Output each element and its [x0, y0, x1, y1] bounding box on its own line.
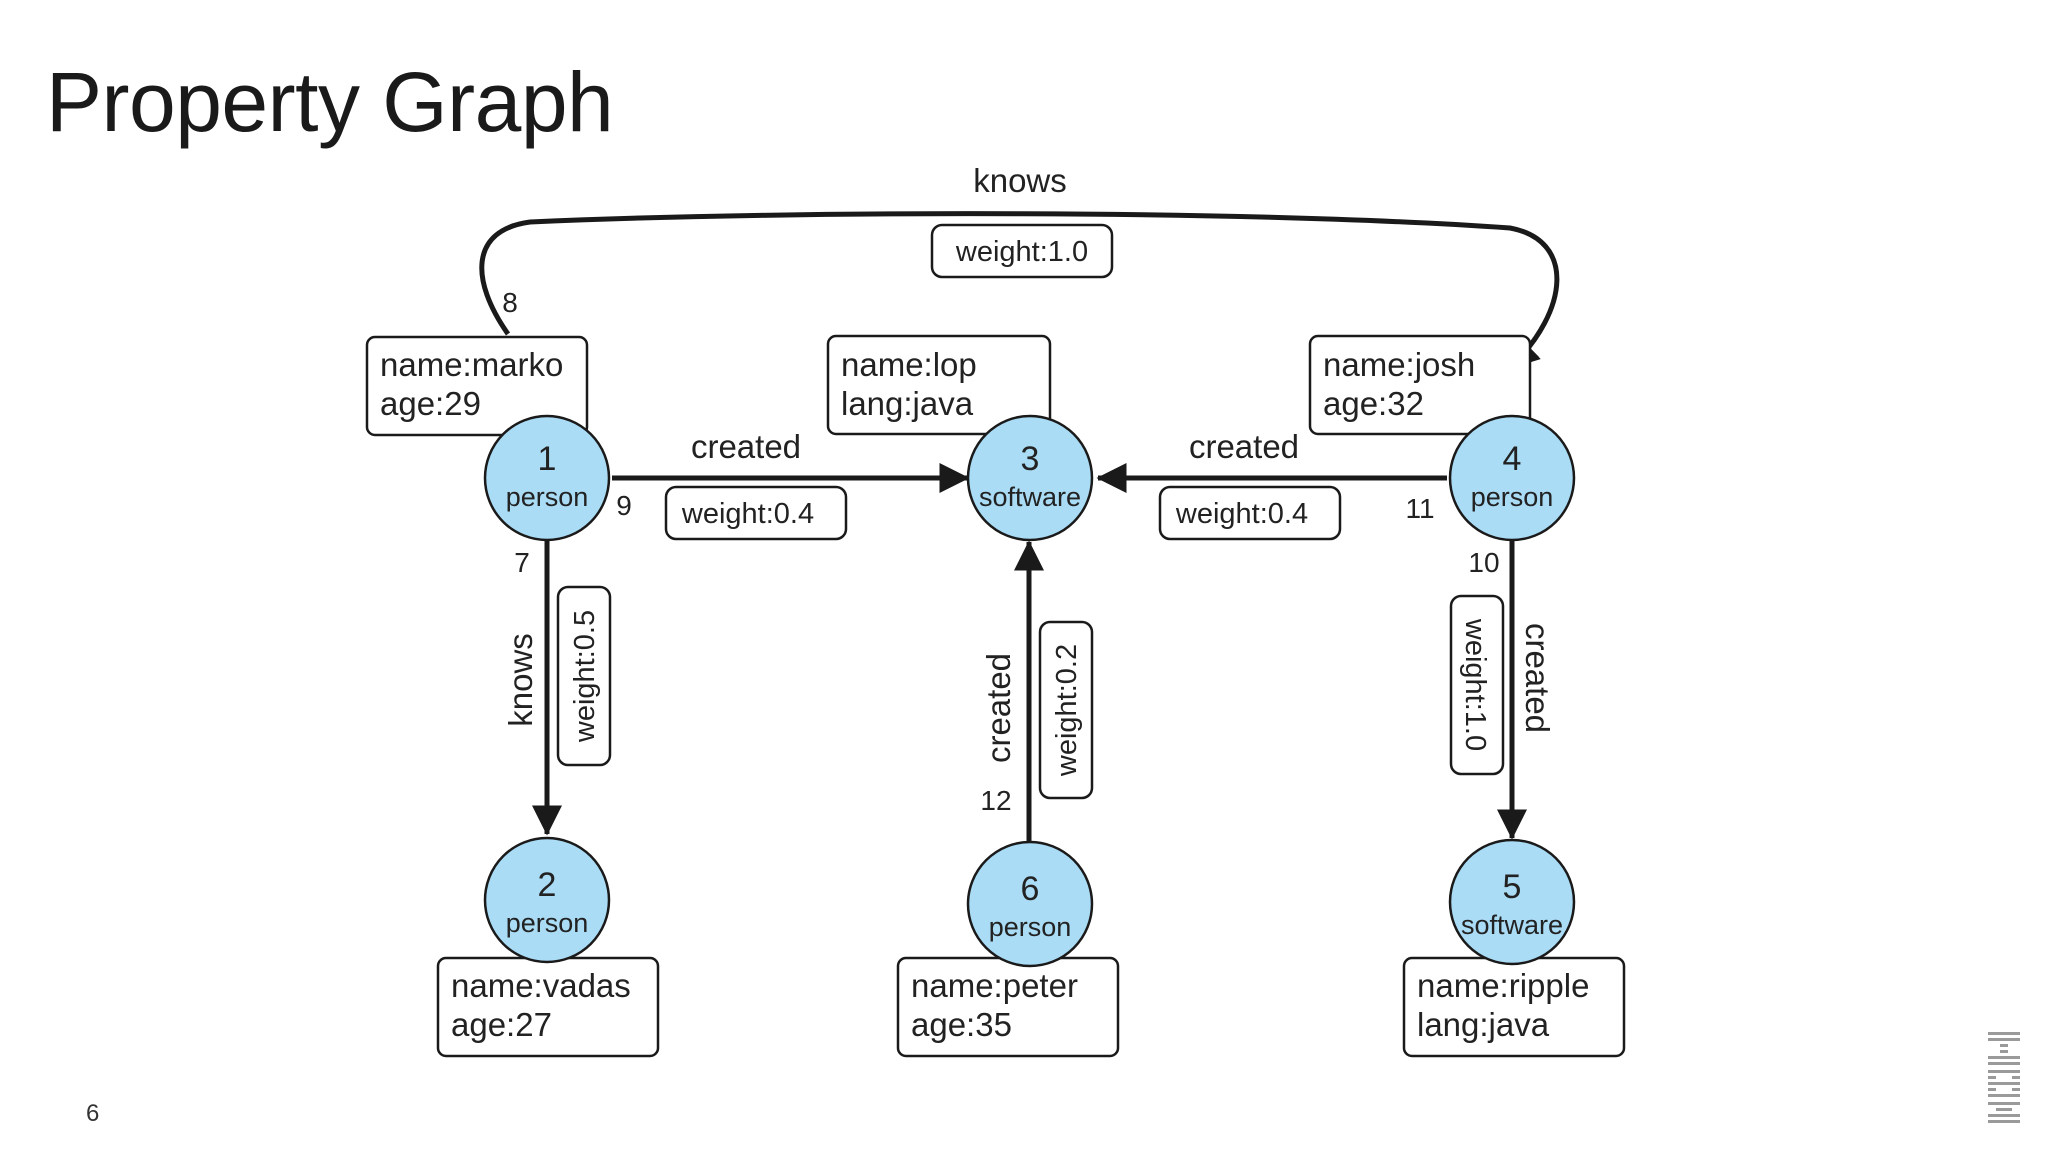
svg-text:name:josh: name:josh	[1323, 346, 1475, 383]
edge-12-label: created	[980, 653, 1017, 763]
edge-12-id: 12	[980, 785, 1011, 816]
svg-text:name:ripple: name:ripple	[1417, 967, 1589, 1004]
props-node-2: name:vadas age:27	[436, 956, 660, 1058]
props-node-1: name:marko age:29	[365, 335, 589, 437]
edge-10-label: created	[1519, 623, 1556, 733]
svg-text:1: 1	[538, 440, 557, 478]
edge-7-id: 7	[514, 547, 530, 578]
edge-11-created: created weight:0.4 11	[1096, 428, 1447, 541]
edge-10-id: 10	[1468, 547, 1499, 578]
svg-text:person: person	[1471, 482, 1554, 512]
edge-9-id: 9	[616, 490, 632, 521]
edge-12-weight-box	[1038, 620, 1094, 800]
edge-8-line	[479, 211, 1560, 370]
svg-text:lang:java: lang:java	[841, 385, 974, 422]
node-2: 2 person	[483, 836, 611, 964]
svg-text:name:lop: name:lop	[841, 346, 977, 383]
svg-text:name:vadas: name:vadas	[451, 967, 631, 1004]
svg-text:age:32: age:32	[1323, 385, 1424, 422]
svg-text:age:29: age:29	[380, 385, 481, 422]
node-1: 1 person	[483, 414, 611, 542]
page-number: 6	[86, 1100, 100, 1127]
ibm-logo-icon	[1988, 1032, 2020, 1123]
svg-text:2: 2	[538, 866, 557, 904]
edge-7-label: knows	[502, 633, 539, 727]
edge-9-label: created	[691, 428, 801, 465]
node-3: 3 software	[966, 414, 1094, 542]
svg-text:5: 5	[1503, 868, 1522, 906]
svg-text:name:peter: name:peter	[911, 967, 1078, 1004]
svg-text:name:marko: name:marko	[380, 346, 563, 383]
edge-9-created: created weight:0.4 9	[612, 428, 970, 541]
slide-title: Property Graph	[46, 55, 614, 149]
edge-8-id: 8	[502, 287, 518, 318]
edge-8-weight-box	[930, 223, 1114, 279]
svg-text:3: 3	[1021, 440, 1040, 478]
svg-text:person: person	[989, 912, 1072, 942]
edge-11-id: 11	[1405, 493, 1434, 524]
edge-9-weight-box	[664, 485, 848, 541]
svg-text:software: software	[979, 482, 1081, 512]
edge-12-created: created weight:0.2 12	[980, 540, 1094, 842]
svg-text:lang:java: lang:java	[1417, 1006, 1550, 1043]
edge-8-knows: knows weight:1.0 8	[479, 162, 1560, 370]
edge-10-created: weight:1.0 created 10	[1449, 540, 1556, 840]
edge-7-weight: weight:0.5	[569, 610, 601, 743]
svg-text:6: 6	[1021, 870, 1040, 908]
props-node-5: name:ripple lang:java	[1402, 956, 1626, 1058]
svg-text:person: person	[506, 482, 589, 512]
svg-text:age:35: age:35	[911, 1006, 1012, 1043]
edge-10-weight: weight:1.0	[1459, 618, 1491, 751]
node-6: 6 person	[966, 840, 1094, 968]
edge-7-knows: knows weight:0.5 7	[502, 538, 612, 836]
edge-11-weight-box	[1158, 485, 1342, 541]
edge-10-weight-box	[1449, 594, 1505, 776]
edge-8-label: knows	[973, 162, 1067, 199]
props-node-4: name:josh age:32	[1308, 334, 1532, 436]
svg-text:software: software	[1461, 910, 1563, 940]
edge-8-weight: weight:1.0	[955, 236, 1088, 268]
node-4: 4 person	[1448, 414, 1576, 542]
edge-11-label: created	[1189, 428, 1299, 465]
svg-text:person: person	[506, 908, 589, 938]
svg-text:age:27: age:27	[451, 1006, 552, 1043]
props-node-6: name:peter age:35	[896, 956, 1120, 1058]
props-node-3: name:lop lang:java	[826, 334, 1052, 436]
edge-11-weight: weight:0.4	[1175, 498, 1308, 530]
edge-7-weight-box	[556, 585, 612, 767]
edge-9-weight: weight:0.4	[681, 498, 814, 530]
svg-text:4: 4	[1503, 440, 1522, 478]
node-5: 5 software	[1448, 838, 1576, 966]
edge-12-weight: weight:0.2	[1051, 644, 1083, 777]
